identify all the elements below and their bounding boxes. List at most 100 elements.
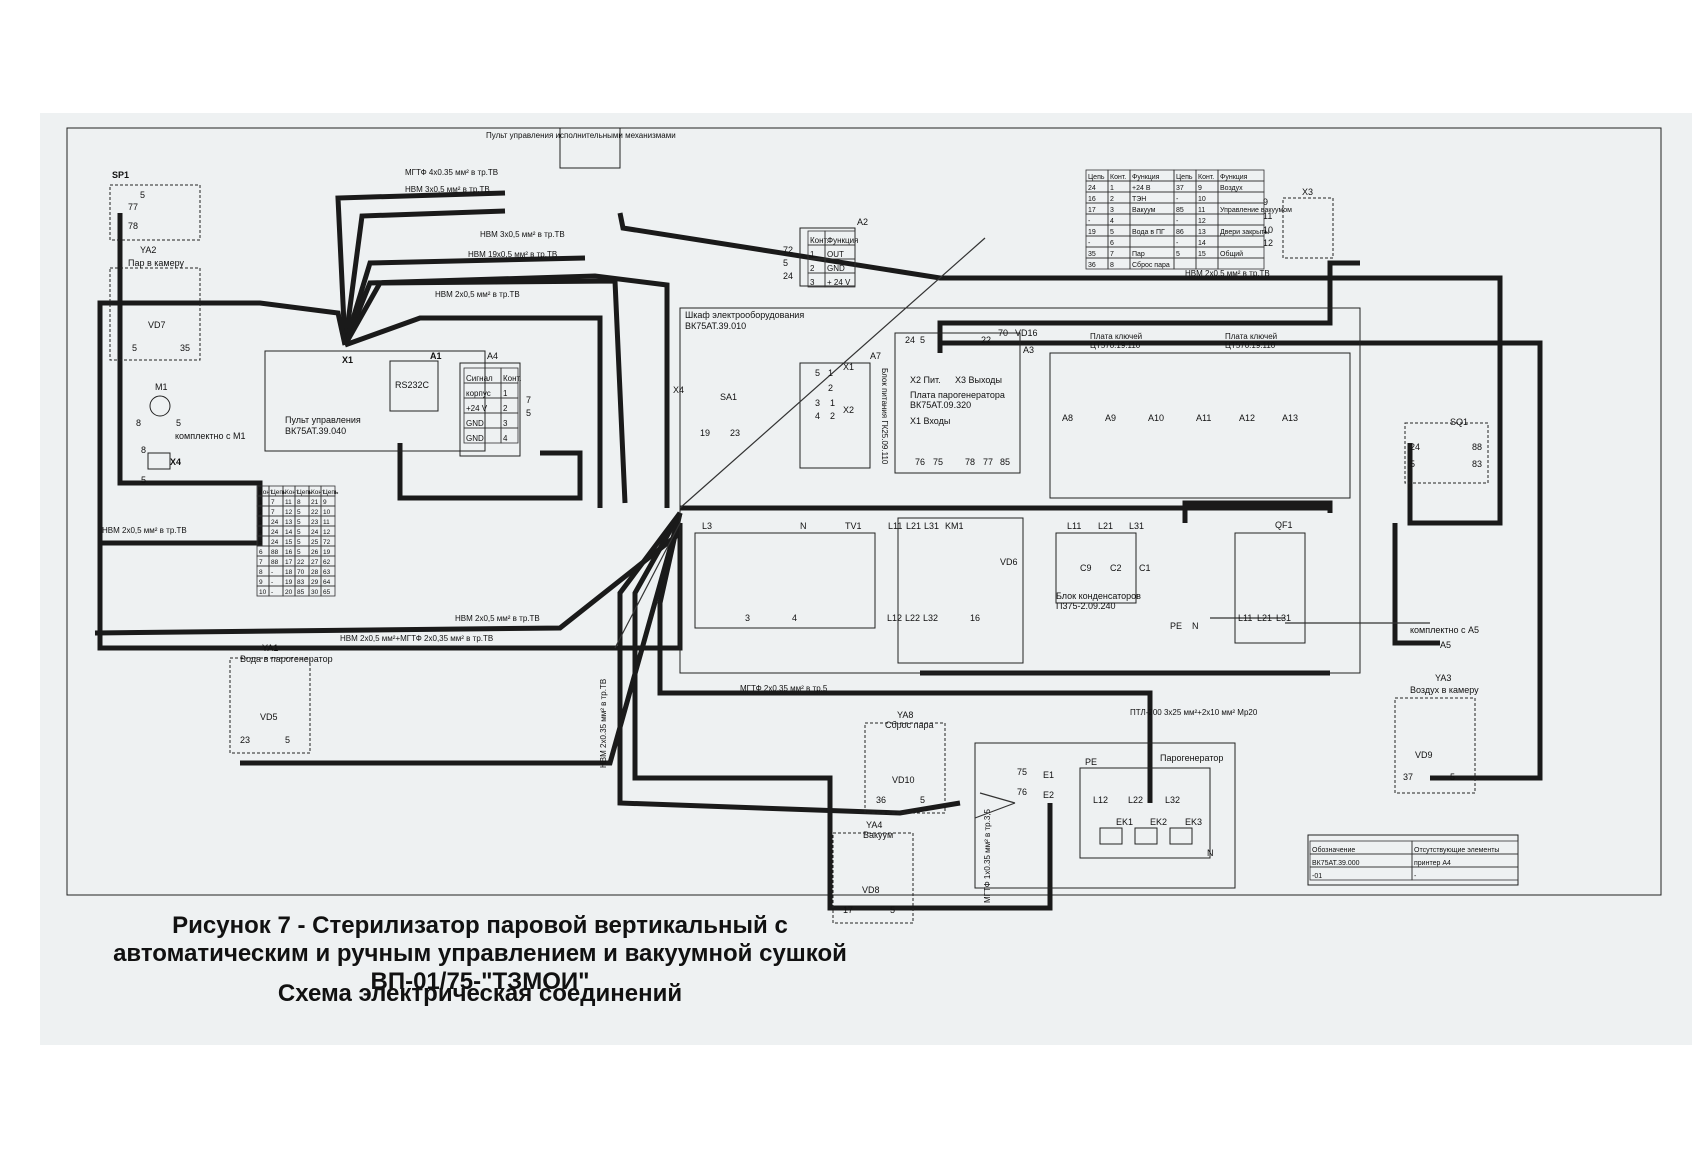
table-value: 36 [1088, 262, 1096, 269]
a7-pin: 2 [830, 411, 835, 421]
steam-gen-pin: 76 [1017, 787, 1027, 797]
table-value: 5 [297, 549, 301, 556]
steam-gen-line: L22 [1128, 795, 1143, 805]
table-value: 14 [1198, 240, 1206, 247]
table-header: Цепь [271, 489, 287, 496]
table-value: - [1176, 240, 1179, 247]
table-cell [1129, 235, 1175, 248]
table-header: Функция [827, 236, 858, 245]
km1-vd: VD6 [1000, 557, 1018, 567]
table-value: 8 [1110, 262, 1114, 269]
table-header: Конт. [1198, 174, 1214, 181]
table-value: 62 [323, 559, 331, 566]
table-cell [1217, 235, 1265, 248]
caption-title: Рисунок 7 - Стерилизатор паровой вертика… [113, 912, 847, 995]
sq1-pin: 24 [1410, 442, 1420, 452]
sq1-pin: 83 [1472, 459, 1482, 469]
table-header: Сигнал [466, 374, 493, 383]
table-value: 5 [1176, 251, 1180, 258]
x3-pin: 9 [1263, 197, 1268, 207]
cable-label: НВМ 3х0,5 мм² в тр.ТВ [480, 230, 565, 239]
table-value: 13 [285, 519, 293, 526]
cap-line: L11 [1067, 521, 1081, 531]
ya2-pin: 5 [132, 343, 137, 353]
table-header: Цепь [297, 489, 313, 496]
table-value: 2 [503, 404, 508, 413]
ya1-ref: YA1 [262, 643, 278, 653]
table-value: Управление вакуумом [1220, 207, 1292, 214]
table-cell [320, 585, 336, 597]
steam-gen-line: L32 [1165, 795, 1180, 805]
a4-ext-pin: 5 [526, 408, 531, 418]
ya1-desc: Вода в парогенератор [240, 654, 333, 664]
n-label: N [1192, 621, 1199, 631]
qf1-out: L31 [1276, 613, 1291, 623]
leader-lines [614, 237, 1430, 819]
table-value: 70 [297, 569, 305, 576]
table-value: 27 [311, 559, 319, 566]
steam-gen-pe: PE [1085, 757, 1097, 767]
table-value: 1 [1110, 185, 1114, 192]
cap-line: L21 [1098, 521, 1113, 531]
table-value: 5 [297, 519, 301, 526]
a3-bottom-pin: 85 [1000, 457, 1010, 467]
pe-label: PE [1170, 621, 1182, 631]
table-value: GND [466, 419, 484, 428]
tv1-ref: TV1 [845, 521, 862, 531]
table-value: Вакуум [1132, 207, 1156, 214]
table-value: 16 [1088, 196, 1096, 203]
outer-frame [66, 127, 1662, 896]
heater-symbols [1099, 827, 1193, 845]
sa1-pin: 19 [700, 428, 710, 438]
table-value: 3 [810, 278, 815, 287]
ya4-pin: 17 [843, 905, 853, 915]
x3-ref: X3 [1302, 187, 1313, 197]
table-value: 22 [297, 559, 305, 566]
table-value: 88 [271, 559, 279, 566]
table-value: 5 [297, 529, 301, 536]
table-value: 16 [285, 549, 293, 556]
table-value: 1 [503, 389, 508, 398]
km1-contact: L21 [906, 521, 921, 531]
a7-pin: 2 [828, 383, 833, 393]
ya4-ref: YA4 [866, 820, 882, 830]
table-value: 6 [259, 549, 263, 556]
qf1-ref: QF1 [1275, 520, 1293, 530]
km1-out: L12 [887, 613, 902, 623]
a3-bottom-pin: 76 [915, 457, 925, 467]
cabinet-x4: X4 [673, 385, 684, 395]
a3-top-pin: 24 [905, 335, 915, 345]
table-value: Вода в ПГ [1132, 229, 1165, 236]
sa1-pin: 23 [730, 428, 740, 438]
a7-pin: 4 [815, 411, 820, 421]
a7-pin: 3 [815, 398, 820, 408]
keyboard-label: Плата ключей [1225, 332, 1277, 341]
cable-label: НВМ 2х0,5 мм² в тр.ТВ [455, 614, 540, 623]
keyboard-code: ЦТ570.19.110 [1090, 341, 1141, 350]
qf1-out: L21 [1257, 613, 1272, 623]
x3-pin: 12 [1263, 238, 1273, 248]
table-cell [1411, 866, 1519, 881]
table-value: 63 [323, 569, 331, 576]
ya2-pin: 35 [180, 343, 190, 353]
km1-ref: KM1 [945, 521, 964, 531]
table-value: 24 [271, 529, 279, 536]
x4-left-label: X4 [170, 457, 181, 467]
table-value: OUT [827, 250, 844, 259]
cable-label: НВМ 3х0,5 мм² в тр.ТВ [405, 185, 490, 194]
cap-block-title: Блок конденсаторов [1056, 591, 1141, 601]
table-value: GND [827, 264, 845, 273]
table-value: 25 [311, 539, 319, 546]
a5-ref: A5 [1440, 640, 1451, 650]
a3-title: Плата парогенератора [910, 390, 1005, 400]
km1-pin: 16 [970, 613, 980, 623]
a7-pin: 5 [815, 368, 820, 378]
table-value: 9 [323, 499, 327, 506]
ya8-pin: 36 [876, 795, 886, 805]
table-value: 5 [259, 539, 263, 546]
cabinet-code: ВК75АТ.39.010 [685, 321, 746, 331]
table-value: 7 [1110, 251, 1114, 258]
heater-label: EK2 [1150, 817, 1167, 827]
